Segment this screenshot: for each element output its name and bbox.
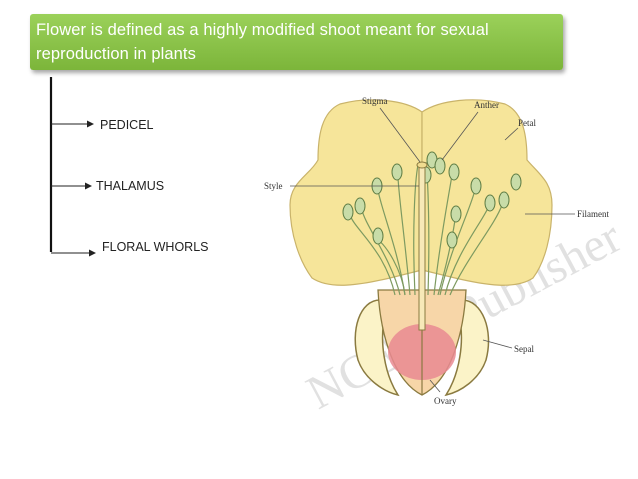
petal-left (289, 99, 423, 286)
leader-petal (504, 127, 519, 141)
label-anther: Anther (474, 100, 499, 110)
stamens (349, 161, 503, 296)
stigma (416, 161, 428, 169)
leader-sepal (482, 339, 513, 349)
label-sepal: Sepal (514, 344, 534, 354)
label-style: Style (264, 181, 283, 191)
sepal-left (354, 299, 400, 397)
flower-section-diagram: NCERT Publisher (264, 96, 629, 420)
tree-item-pedicel: PEDICEL (100, 118, 154, 132)
style (418, 164, 426, 331)
title-banner: Flower is defined as a highly modified s… (30, 14, 563, 70)
label-petal: Petal (518, 118, 536, 128)
tree-item-floral-whorls: FLORAL WHORLS (102, 240, 209, 254)
label-ovary: Ovary (434, 396, 457, 406)
label-stigma: Stigma (362, 96, 388, 106)
leader-anther (441, 111, 479, 161)
leader-stigma (379, 107, 421, 163)
page-title: Flower is defined as a highly modified s… (36, 21, 489, 63)
anthers (342, 151, 522, 249)
label-filament: Filament (577, 209, 609, 219)
leader-ovary (429, 379, 441, 393)
sepal-right (444, 299, 490, 397)
tree-item-thalamus: THALAMUS (96, 179, 165, 193)
